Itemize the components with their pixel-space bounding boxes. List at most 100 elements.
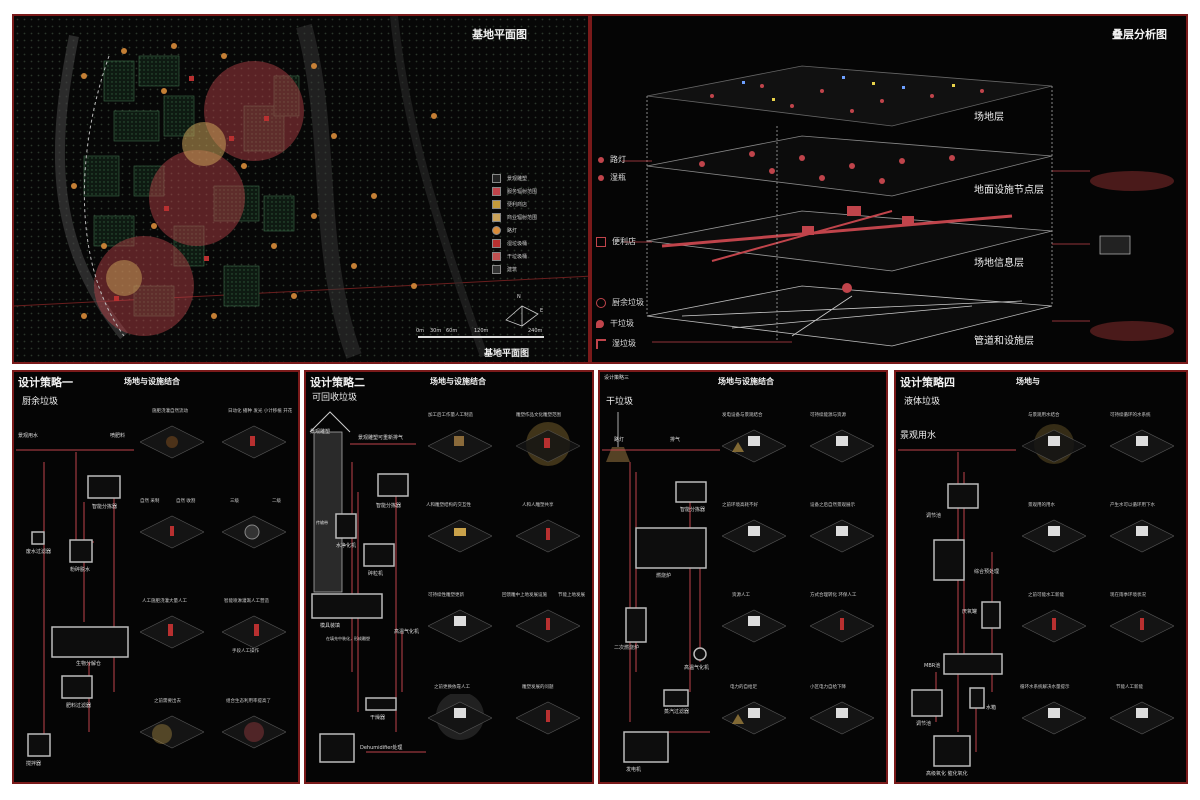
s4-node-tank1: 调节池 [926,513,942,519]
layer-label-pipes: 管道和设施层 [974,336,1034,347]
card-caption: 之前可能水工新能 [1028,593,1064,598]
legend-swatch [492,226,501,235]
card-caption: 组合生态利用率提高了 [226,699,271,704]
strategy4-title: 设计策略四 [900,376,955,389]
strategy1-title: 设计策略一 [18,376,73,389]
strategy3-panel: 设计策略三 场地与设施结合 干垃圾 路灯 排气 智能分拣器 燃烧炉 二次燃烧炉 … [598,370,888,784]
legend-swatch [492,239,501,248]
legend-text: 路灯 [507,228,518,234]
s2-node-sculpture: 景观雕塑 [310,429,331,435]
strategy2-subtitle: 场地与设施结合 [430,377,486,386]
legend-text: 便利商店 [507,202,528,208]
card-caption: 小区电力自给下降 [810,685,846,690]
strategy3-flow [602,412,720,763]
scene-card [516,609,580,643]
s2-node-sculpture2: 景观雕塑可重新排气 [358,435,404,441]
card-caption: 之前需要出去 [154,699,181,704]
card-caption: 节能人工新能 [1116,685,1143,690]
compass-e: E [540,308,544,314]
legend-text: 服务辐射范围 [507,189,538,195]
legend-store: 便利店 [596,236,636,247]
card-caption: 雕塑作品文化雕塑范围 [516,413,561,418]
strategy1-panel: 设计策略一 场地与设施结合 厨余垃圾 景观用水 喷肥料 智能分拣器 废水过滤器 … [12,370,300,784]
site-plan-caption: 基地平面图 [484,349,530,359]
s1-node-mixer: 搅拌器 [26,761,42,767]
card-caption: 景观用的用水 [1028,503,1055,508]
legend-text: 干垃圾桶 [507,254,528,260]
card-caption: 雕塑发展的问题 [522,685,554,690]
scene-card [810,429,874,463]
legend-row-lamp: 路灯 [492,226,517,235]
strategy2-flow [309,411,426,763]
card-caption: 三级 [230,499,239,504]
legend-wet-garbage: 湿垃圾 [596,338,636,349]
recycle-icon [596,297,606,308]
s4-node-tank2: 调节池 [916,721,932,727]
scale-bar: 0m 30m 60m 120m 240m [416,328,556,342]
strategy4-flow [898,449,1016,767]
card-caption: 智能喷淋灌溉人工营造 [224,599,269,604]
card-caption: 日动化 播种 发光 小计移植 开花 [228,409,293,414]
scale-label: 30m [430,328,442,334]
legend-wet-text: 湿瓶 [610,173,626,182]
scene-card [428,519,492,553]
s2-node-water: 水净化机 [336,543,357,549]
site-plan-legend: 景观雕塑 服务辐射范围 便利商店 商业辐射范围 路灯 湿垃圾桶 干垃圾桶 建筑 [492,174,572,284]
legend-swatch [492,187,501,196]
legend-text: 湿垃圾桶 [507,241,528,247]
legend-row-sculpture: 景观雕塑 [492,174,527,183]
scene-card [1022,701,1086,735]
site-plan-title: 基地平面图 [472,28,527,41]
strategy4-cards: 与景观用水结合 可持续循环的水系统 景观用的用水 产生水可以循环用下水 之前可能… [1012,402,1186,782]
card-caption: 资源人工 [732,593,750,598]
s1-node-bio: 生物分解仓 [76,661,102,667]
card-caption: 发电设备与景观结合 [722,413,763,418]
legend-text: 景观雕塑 [507,176,528,182]
legend-row-commerce-range: 商业辐射范围 [492,213,537,222]
layer-label-site-info: 场地信息层 [974,258,1024,269]
scene-card [1110,701,1174,735]
card-caption: 加工后工作量人工制造 [428,413,473,418]
card-caption: 人和人雕塑共享 [522,503,554,508]
card-caption: 可持续性雕塑更新 [428,593,464,598]
scene-card [222,515,286,549]
scene-card [140,425,204,459]
s3-node-secondary: 二次燃烧炉 [614,645,640,651]
legend-wet-garbage-text: 湿垃圾 [612,339,636,348]
strategy2-category: 可回收垃圾 [312,393,358,403]
scale-label: 120m [474,328,489,334]
s1-node-sorter: 智能分拣器 [92,504,118,510]
scale-label: 0m [416,328,425,334]
s4-node-anaerobic: 厌氧罐 [962,609,978,615]
card-caption: 人工施肥浇灌大量人工 [142,599,187,604]
s3-node-generator: 发电机 [626,767,642,773]
strategy3-title: 设计策略三 [604,375,630,381]
legend-kitchen: 厨余垃圾 [596,297,644,308]
scale-label: 60m [446,328,458,334]
s4-node-water: 景观用水 [900,431,937,441]
scene-card [1022,609,1086,643]
s2-side-label: 传输带 [316,520,328,525]
card-caption: 二级 [272,499,281,504]
scene-card [1110,609,1174,643]
legend-wet: 湿瓶 [598,172,626,183]
card-caption: 与景观用水结合 [1028,413,1060,418]
strategy4-panel: 设计策略四 场地与 液体垃圾 景观用水 调节池 综合预处理 厌氧罐 MBR池 调… [894,370,1188,784]
scene-card [140,615,204,649]
card-caption: 施肥浇灌自然流动 [152,409,188,414]
legend-swatch [492,265,501,274]
legend-row-wet-bin: 湿垃圾桶 [492,239,527,248]
legend-swatch [492,213,501,222]
scene-card [810,609,874,643]
scene-card [140,715,204,749]
strategy2-title: 设计策略二 [310,376,365,389]
scene-card [140,515,204,549]
scale-label: 240m [528,328,543,334]
legend-lamp: 路灯 [598,154,626,165]
card-caption: 人和雕塑结构的交互性 [426,503,471,508]
card-caption: 自然 采制 [140,499,160,504]
s3-node-gasifier: 高温气化机 [684,665,710,671]
legend-swatch [492,252,501,261]
card-caption: 手段人工操作 [232,649,259,654]
s3-node-sorter: 智能分拣器 [680,507,706,513]
